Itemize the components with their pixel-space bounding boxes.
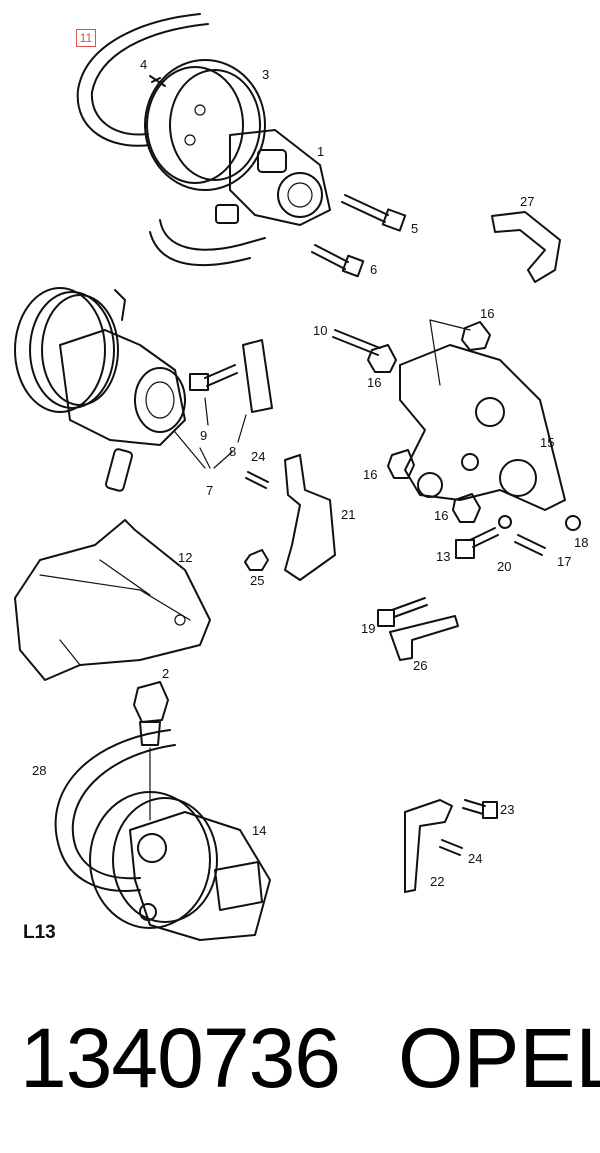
callout-2: 2 [162,666,169,681]
callout-5: 5 [411,221,418,236]
bolt-23 [462,799,498,819]
pulley-3 [144,59,266,191]
bolt-6 [311,244,365,278]
callout-17: 17 [557,554,571,569]
callout-6: 6 [370,262,377,277]
drive-belt-28 [54,729,171,892]
brand-name: OPEL [398,1011,600,1105]
callout-11-boxed: 11 [76,29,96,47]
washer-20 [498,515,512,529]
spacer-16-d [452,493,481,523]
bracket-22 [404,799,453,893]
callout-25: 25 [250,573,264,588]
callout-19: 19 [361,621,375,636]
callout-16-d: 16 [434,508,448,523]
callout-10: 10 [313,323,327,338]
callout-22: 22 [430,874,444,889]
callout-16-a: 16 [480,306,494,321]
bolt-13 [455,527,499,559]
power-steering-pump-1 [149,129,331,267]
bracket-27 [491,211,561,283]
callout-24-b: 24 [468,851,482,866]
bracket-21 [284,454,336,581]
callout-20: 20 [497,559,511,574]
exploded-parts-diagram: 4 3 1 5 6 27 10 16 16 15 16 16 13 20 17 … [14,13,588,941]
callout-1: 1 [317,144,324,159]
bolt-24 [245,471,269,489]
callout-4: 4 [140,57,147,72]
drive-belt [76,13,201,147]
callout-26: 26 [413,658,427,673]
callout-15: 15 [540,435,554,450]
callout-16-b: 16 [367,375,381,390]
callout-21: 21 [341,507,355,522]
power-steering-pump-14 [89,791,271,941]
spacer-16-c [387,449,415,479]
bolt-9 [189,364,238,391]
callout-23: 23 [500,802,514,817]
union-fitting-2 [133,681,169,821]
strap-8 [242,339,273,413]
callout-8: 8 [229,444,236,459]
callout-7: 7 [206,483,213,498]
cover-12 [14,519,211,681]
callout-13: 13 [436,549,450,564]
callout-18: 18 [574,535,588,550]
callout-12: 12 [178,550,192,565]
callout-9: 9 [200,428,207,443]
bracket-26 [389,615,459,661]
part-number: 1340736 [20,1011,341,1105]
engine-variant-label: L13 [23,922,56,943]
bolt-10 [332,329,381,356]
bolt-19 [377,597,428,627]
callout-27: 27 [520,194,534,209]
callout-24-a: 24 [251,449,265,464]
washer-18 [565,515,581,531]
bolt-24-lower [439,839,463,856]
spacer-16-b [367,344,397,373]
bolt-4 [149,75,166,87]
callout-16-c: 16 [363,467,377,482]
callout-14: 14 [252,823,266,838]
spacer-16-a [461,321,491,351]
callout-3: 3 [262,67,269,82]
footer: 1340736 OPEL [20,1010,600,1120]
mounting-bracket-15 [399,319,566,511]
bolt-17 [514,534,546,556]
nut-25 [244,549,269,571]
power-steering-pump-7 [14,287,186,492]
bolt-5 [341,194,407,232]
callout-28: 28 [32,763,46,778]
